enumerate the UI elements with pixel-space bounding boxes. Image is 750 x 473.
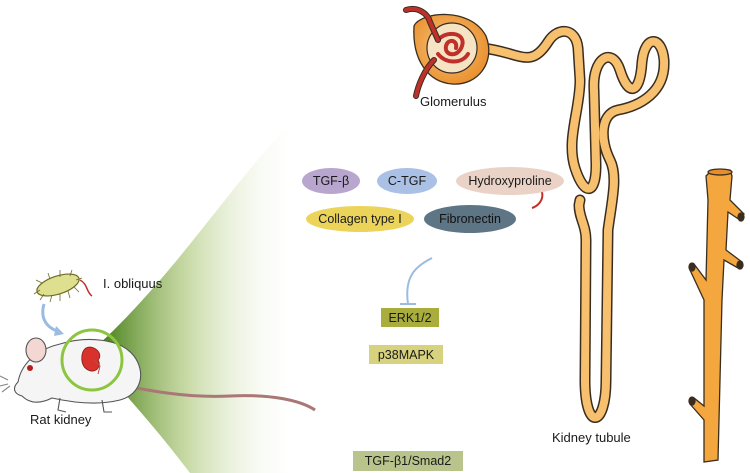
marker-collagen-type-i: Collagen type I (306, 206, 414, 232)
collecting-duct (688, 168, 745, 463)
bacterium-label: I. obliquus (103, 276, 163, 291)
bacterium-icon (33, 269, 93, 303)
kidney-icon (81, 346, 101, 372)
marker-tgf-beta: TGF-β (302, 168, 360, 194)
marker-hydroxyproline: Hydroxyproline (456, 167, 564, 195)
rat-kidney-label: Rat kidney (30, 412, 92, 427)
pathway-tgf-beta1-smad2: TGF-β1/Smad2 (353, 451, 463, 471)
hydroxyproline-tail (531, 191, 544, 209)
glomerulus-illustration (403, 6, 490, 99)
marker-fibronectin: Fibronectin (424, 205, 516, 233)
inhibition-arrow (400, 257, 433, 305)
kidney-tubule (476, 26, 670, 423)
kidney-tubule-label: Kidney tubule (552, 430, 631, 445)
projection-cone (98, 115, 300, 473)
glomerulus-label: Glomerulus (420, 94, 487, 109)
pathway-p38mapk: p38MAPK (369, 345, 443, 364)
pathway-erk12: ERK1/2 (381, 308, 439, 327)
rat-illustration (0, 337, 316, 413)
marker-c-tgf: C-TGF (377, 168, 437, 194)
kidney-highlight-circle (60, 328, 124, 392)
